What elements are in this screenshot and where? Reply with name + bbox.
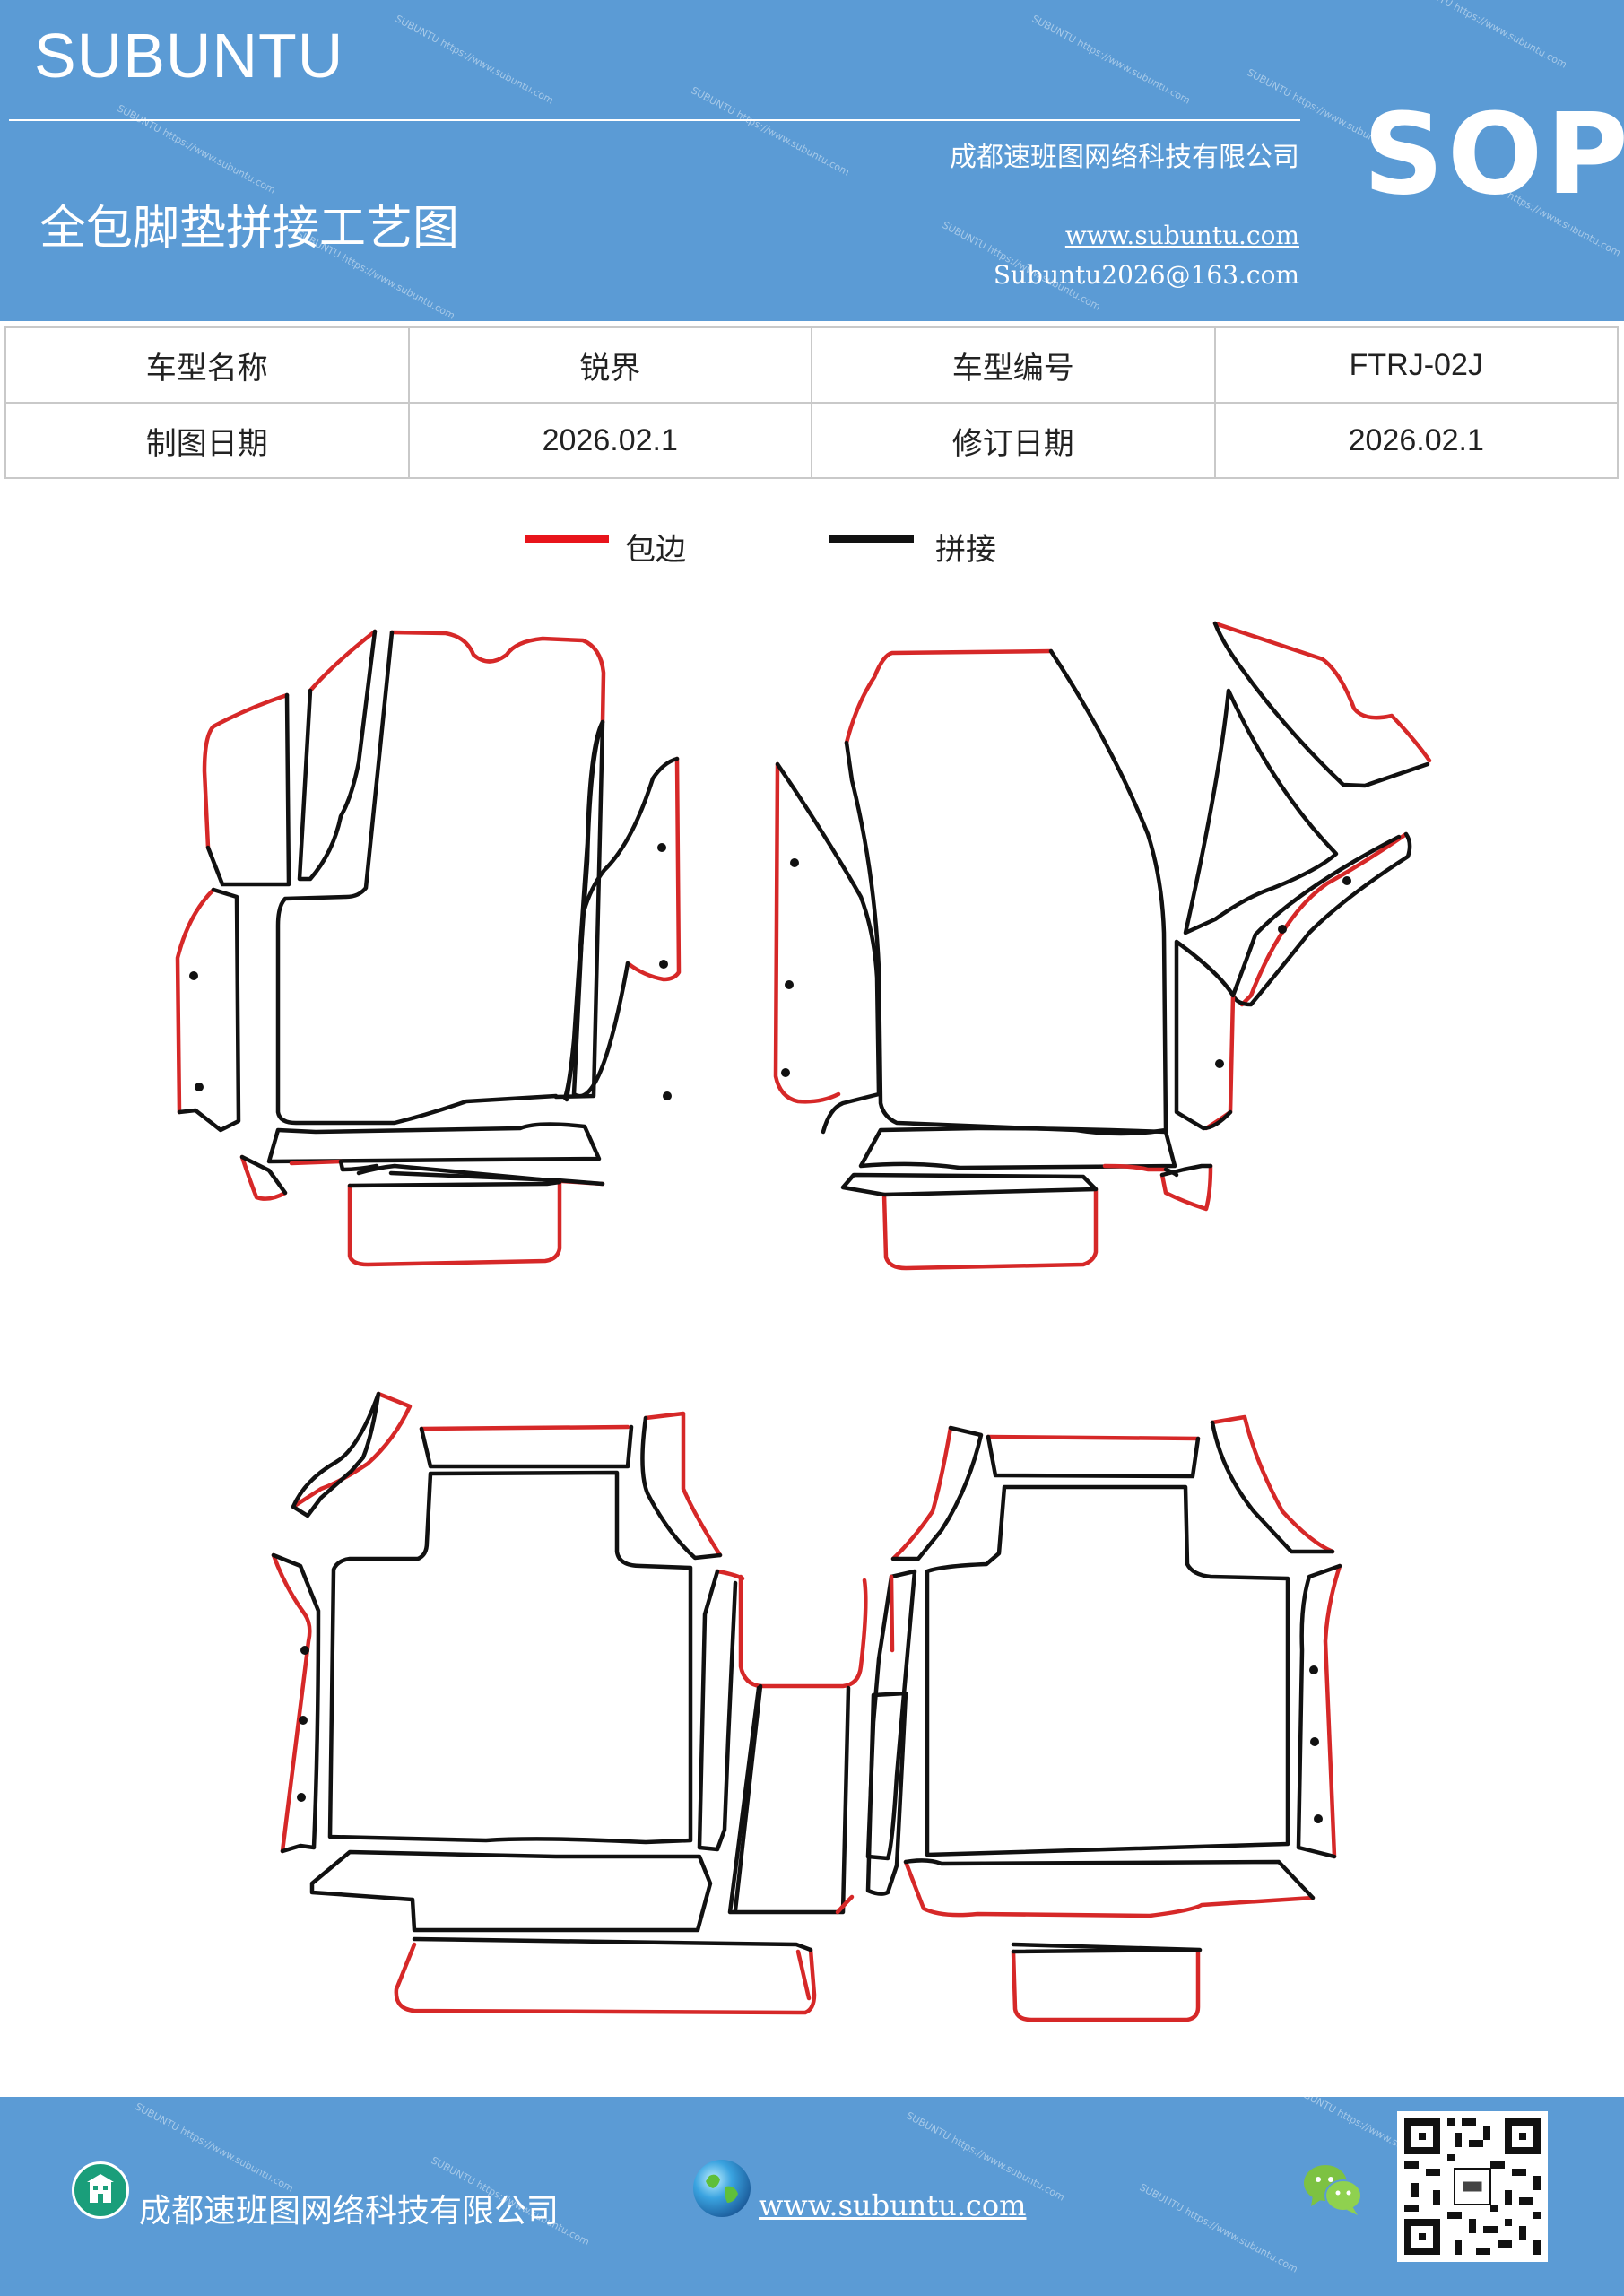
model-code-value: FTRJ-02J	[1213, 326, 1619, 404]
table-row: 车型名称 锐界 车型编号 FTRJ-02J	[4, 326, 1619, 404]
email-address: Subuntu2026@163.com	[993, 260, 1299, 290]
legend-seam-line	[829, 535, 914, 543]
page-title: 全包脚垫拼接工艺图	[39, 202, 460, 256]
table-row: 制图日期 2026.02.1 修订日期 2026.02.1	[4, 402, 1619, 479]
watermark: SUBUNTU https://www.subuntu.com	[115, 102, 278, 196]
watermark: SUBUNTU https://www.subuntu.com	[1029, 13, 1193, 107]
revise-date-value: 2026.02.1	[1213, 402, 1619, 479]
watermark: SUBUNTU https://www.subuntu.com	[689, 84, 852, 178]
watermark: SUBUNTU https://www.subuntu.com	[133, 2100, 296, 2195]
header-banner: SUBUNTU https://www.subuntu.com SUBUNTU …	[0, 0, 1624, 321]
sop-badge: SOP	[1363, 90, 1624, 220]
rear-right-mat-group	[865, 1414, 1342, 2022]
revise-date-label: 修订日期	[811, 402, 1216, 479]
globe-icon	[693, 2160, 751, 2217]
watermark: SUBUNTU https://www.subuntu.com	[1406, 0, 1569, 71]
watermark: SUBUNTU https://www.subuntu.com	[393, 13, 556, 107]
rear-left-mat-group	[271, 1391, 817, 2015]
rear-center-mat	[727, 1574, 908, 1915]
brand-name: SUBUNTU	[34, 21, 344, 91]
watermark: SUBUNTU https://www.subuntu.com	[1137, 2181, 1300, 2275]
draw-date-value: 2026.02.1	[407, 402, 812, 479]
qr-code-icon[interactable]	[1397, 2111, 1548, 2262]
legend-seam-label: 拼接	[935, 532, 996, 568]
website-link[interactable]: www.subuntu.com	[1064, 221, 1299, 250]
header-divider	[9, 119, 1300, 121]
front-right-mat-group	[773, 621, 1432, 1271]
model-name-label: 车型名称	[4, 326, 410, 404]
mounting-holes	[189, 843, 1351, 1823]
legend-edge-line	[525, 535, 609, 543]
model-code-label: 车型编号	[811, 326, 1216, 404]
model-name-value: 锐界	[407, 326, 812, 404]
footer-company-name: 成都速班图网络科技有限公司	[139, 2193, 560, 2230]
front-left-mat-group	[175, 629, 682, 1267]
footer-banner: SUBUNTU https://www.subuntu.com SUBUNTU …	[0, 2097, 1624, 2296]
wechat-icon[interactable]	[1302, 2161, 1365, 2217]
info-table: 车型名称 锐界 车型编号 FTRJ-02J 制图日期 2026.02.1 修订日…	[4, 326, 1619, 479]
footer-website-link[interactable]: www.subuntu.com	[759, 2188, 1027, 2222]
legend-edge-label: 包边	[625, 532, 686, 568]
building-icon	[72, 2161, 129, 2219]
company-name: 成都速班图网络科技有限公司	[950, 142, 1299, 173]
floor-mat-diagram	[175, 621, 1432, 2022]
draw-date-label: 制图日期	[4, 402, 410, 479]
